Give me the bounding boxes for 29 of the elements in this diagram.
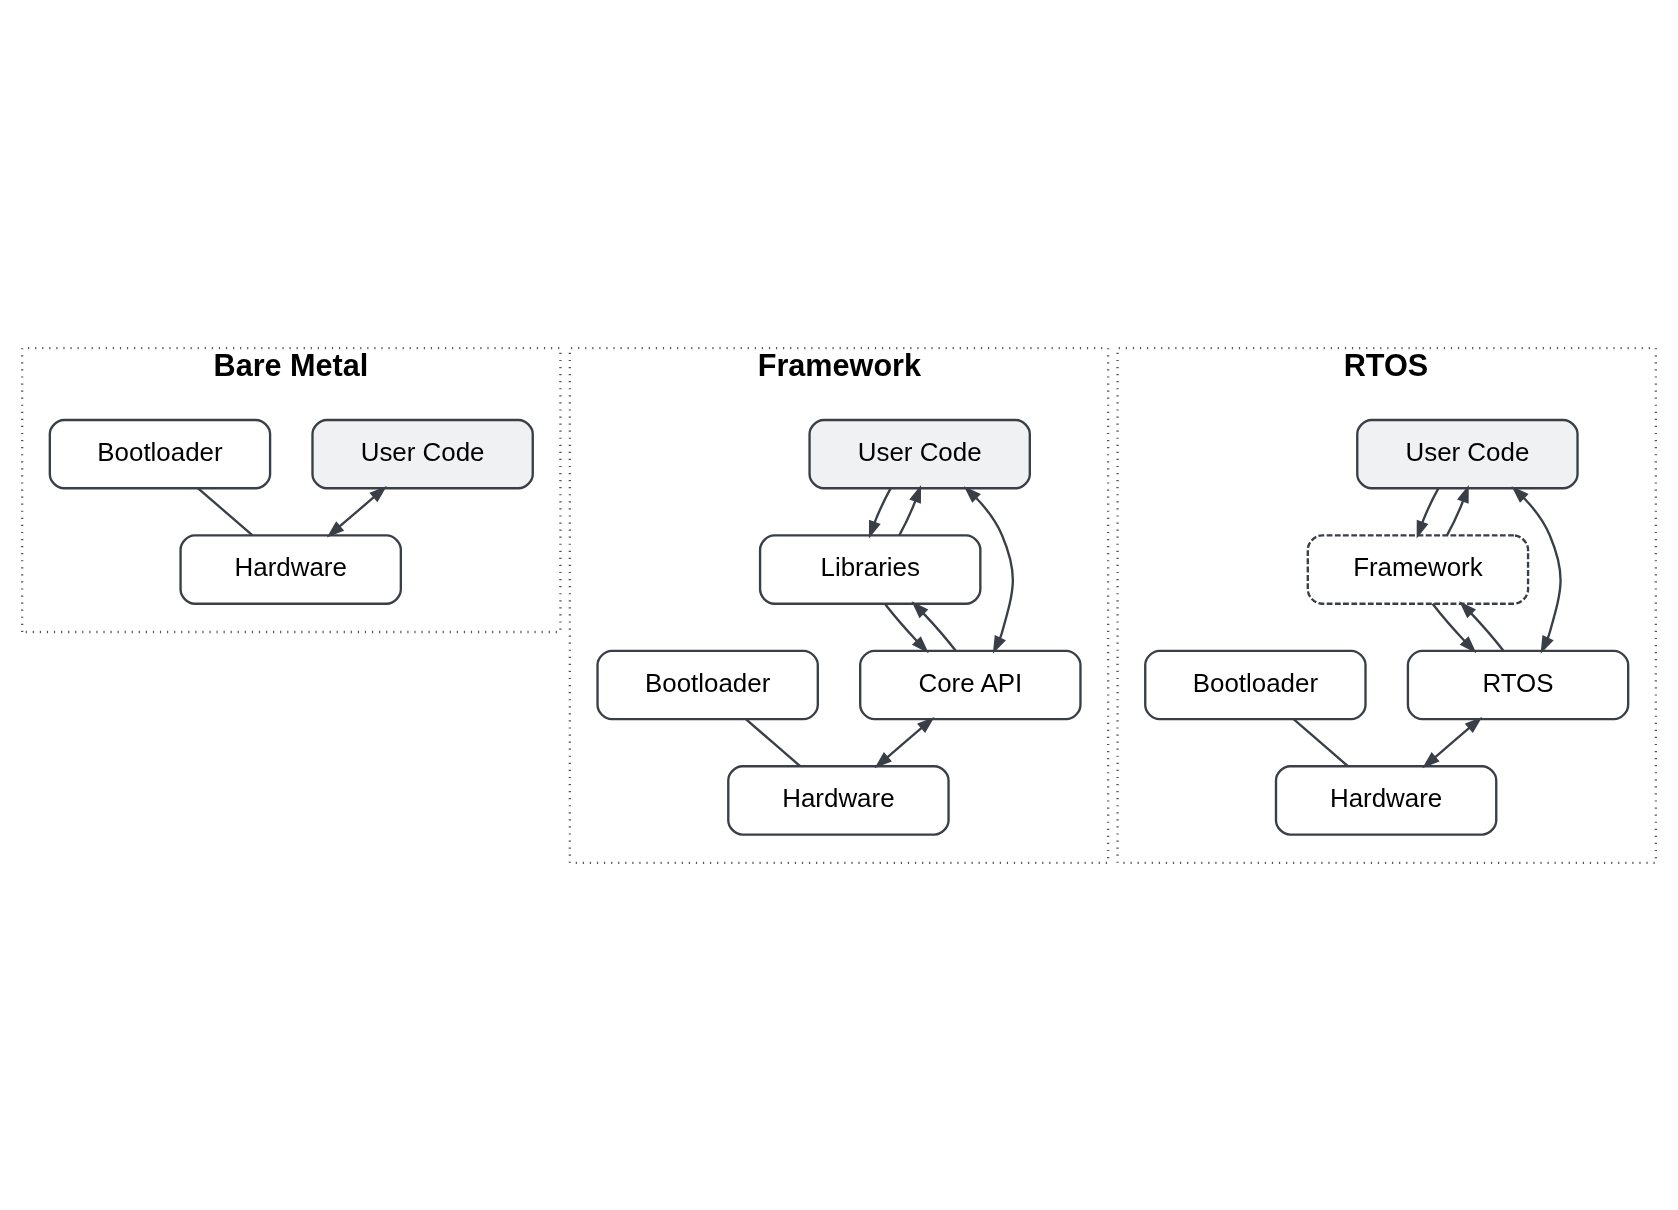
node-box: Libraries xyxy=(758,533,982,605)
node-box: Core API xyxy=(859,649,1082,720)
arrow xyxy=(1422,716,1483,768)
node-box: Hardware xyxy=(1274,764,1498,836)
node-box: Bootloader xyxy=(1144,649,1367,720)
arrow xyxy=(1459,600,1505,651)
arrow xyxy=(868,487,892,538)
arrow xyxy=(1416,487,1440,538)
connector xyxy=(197,486,254,536)
arrow xyxy=(874,716,935,768)
node-box: Bootloader xyxy=(596,649,819,720)
node-box: User Code xyxy=(808,418,1031,489)
node-box: RTOS xyxy=(1406,649,1630,720)
arrow xyxy=(963,485,1014,654)
connector xyxy=(745,717,801,767)
arrow xyxy=(1511,485,1562,654)
arrow xyxy=(1431,602,1477,653)
arrow xyxy=(1446,484,1469,536)
node-box: User Code xyxy=(1356,418,1579,489)
node-box: User Code xyxy=(311,418,534,489)
arrow xyxy=(326,485,387,537)
arrow xyxy=(898,484,922,536)
arrow xyxy=(883,602,929,653)
arrow xyxy=(911,600,957,651)
connector xyxy=(1292,717,1349,767)
node-box: Bootloader xyxy=(48,418,272,489)
node-box: Hardware xyxy=(727,764,950,836)
node-box: Framework xyxy=(1306,533,1530,605)
node-box: Hardware xyxy=(179,533,402,605)
